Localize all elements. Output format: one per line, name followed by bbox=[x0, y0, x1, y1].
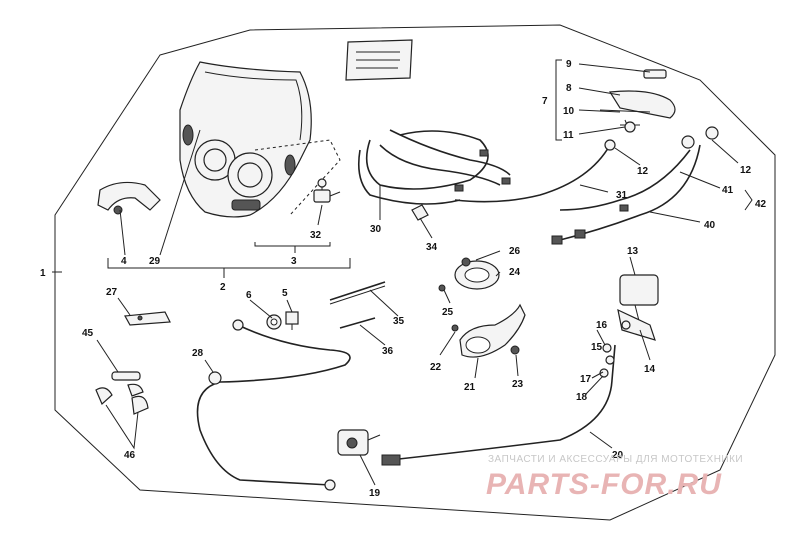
label-35: 35 bbox=[393, 316, 405, 327]
label-19: 19 bbox=[369, 488, 381, 499]
bracket-27-icon bbox=[124, 311, 171, 326]
label-29: 29 bbox=[149, 256, 161, 267]
label-34: 34 bbox=[426, 242, 438, 253]
label-2: 2 bbox=[220, 282, 226, 293]
wiring-harness-30-icon bbox=[357, 129, 511, 205]
clamp-21-icon bbox=[438, 284, 526, 358]
label-21: 21 bbox=[464, 382, 476, 393]
label-9: 9 bbox=[566, 59, 572, 70]
label-27: 27 bbox=[106, 287, 118, 298]
label-32: 32 bbox=[310, 230, 322, 241]
label-31: 31 bbox=[616, 190, 628, 201]
indicator-wires-icon bbox=[454, 126, 719, 245]
label-16: 16 bbox=[596, 320, 608, 331]
rod-35-icon bbox=[329, 281, 386, 305]
label-14: 14 bbox=[644, 364, 656, 375]
rod-36-icon bbox=[339, 317, 376, 329]
label-26: 26 bbox=[509, 246, 521, 257]
label-41: 41 bbox=[722, 185, 734, 196]
bolt-5-icon bbox=[285, 311, 299, 330]
instruction-sheet-icon bbox=[345, 39, 413, 81]
label-24: 24 bbox=[509, 267, 521, 278]
handlebar-clamp-24-icon bbox=[454, 257, 500, 290]
label-10: 10 bbox=[563, 106, 575, 117]
label-30: 30 bbox=[370, 224, 382, 235]
clips-46-icon bbox=[95, 383, 149, 415]
bracket-4-icon bbox=[97, 181, 161, 215]
label-12-left: 12 bbox=[637, 166, 649, 177]
washer-6-icon bbox=[266, 314, 282, 330]
label-17: 17 bbox=[580, 374, 592, 385]
bulb-socket-32-icon bbox=[313, 178, 341, 203]
label-8: 8 bbox=[566, 83, 572, 94]
tail-light-group-icon bbox=[599, 69, 676, 133]
speedometer-cable-28-icon bbox=[196, 319, 351, 491]
label-36: 36 bbox=[382, 346, 394, 357]
label-7: 7 bbox=[542, 96, 548, 107]
label-5: 5 bbox=[282, 288, 288, 299]
label-6: 6 bbox=[246, 290, 252, 301]
label-1: 1 bbox=[40, 268, 46, 279]
label-3: 3 bbox=[291, 256, 297, 267]
small-parts-15-18-icon bbox=[599, 320, 631, 378]
cable-20-icon bbox=[381, 344, 616, 466]
label-28: 28 bbox=[192, 348, 204, 359]
label-40: 40 bbox=[704, 220, 716, 231]
label-45: 45 bbox=[82, 328, 94, 339]
headlight-mask-icon bbox=[179, 61, 312, 218]
leader-lines bbox=[52, 63, 739, 486]
label-25: 25 bbox=[442, 307, 454, 318]
watermark-tagline: ЗАПЧАСТИ И АКСЕССУАРЫ ДЛЯ МОТОТЕХНИКИ bbox=[488, 454, 743, 465]
label-12-right: 12 bbox=[740, 165, 752, 176]
label-23: 23 bbox=[512, 379, 524, 390]
label-22: 22 bbox=[430, 362, 442, 373]
label-46: 46 bbox=[124, 450, 136, 461]
label-4: 4 bbox=[121, 256, 127, 267]
fastener-45-icon bbox=[111, 371, 141, 381]
sender-13-icon bbox=[617, 274, 659, 341]
sensor-19-icon bbox=[337, 429, 381, 456]
label-20: 20 bbox=[612, 450, 624, 461]
label-13: 13 bbox=[627, 246, 639, 257]
label-42: 42 bbox=[755, 199, 767, 210]
label-15: 15 bbox=[591, 342, 603, 353]
assembly-boundary bbox=[54, 24, 776, 521]
label-18: 18 bbox=[576, 392, 588, 403]
clip-34-icon bbox=[411, 204, 429, 221]
label-11: 11 bbox=[563, 130, 574, 141]
watermark-logo: PARTS-FOR.RU bbox=[486, 468, 722, 501]
